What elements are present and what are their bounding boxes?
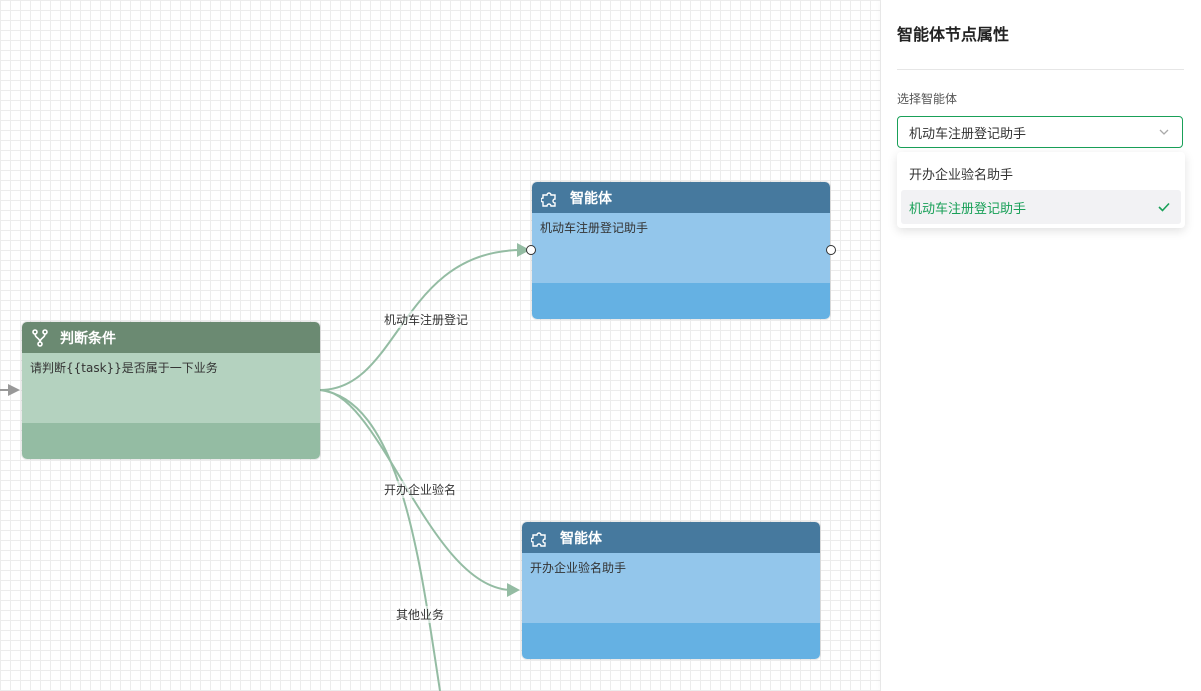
condition-node[interactable]: 判断条件 请判断{{task}}是否属于一下业务: [21, 321, 321, 460]
edge-1-arrowhead: [517, 243, 530, 257]
condition-node-body: 请判断{{task}}是否属于一下业务: [22, 353, 320, 423]
agent-node-2-footer: [522, 623, 820, 659]
condition-node-footer: [22, 423, 320, 459]
condition-node-title: 判断条件: [60, 330, 116, 347]
properties-panel: 智能体节点属性 选择智能体 机动车注册登记助手 开办企业验名助手 机动车注册登记…: [881, 0, 1201, 691]
agent-node-1-header[interactable]: 智能体: [532, 182, 830, 213]
agent-select-dropdown: 开办企业验名助手 机动车注册登记助手: [897, 152, 1185, 228]
condition-node-header[interactable]: 判断条件: [22, 322, 320, 353]
incoming-arrowhead: [8, 384, 20, 396]
checkmark-icon: [1157, 200, 1171, 218]
edge-label-2[interactable]: 开办企业验名: [384, 481, 457, 498]
agent-select-label: 选择智能体: [897, 92, 958, 106]
dropdown-option-label: 开办企业验名助手: [909, 167, 1014, 183]
edge-label-1[interactable]: 机动车注册登记: [384, 311, 469, 328]
agent-select-value: 机动车注册登记助手: [909, 126, 1027, 142]
edge-label-3[interactable]: 其他业务: [396, 606, 445, 623]
agent-node-1-footer: [532, 283, 830, 319]
puzzle-icon: [540, 188, 560, 208]
agent-node-2-body: 开办企业验名助手: [522, 553, 820, 623]
agent-node-1-body: 机动车注册登记助手: [532, 213, 830, 283]
branch-icon: [30, 328, 50, 348]
edge-other[interactable]: [319, 389, 441, 691]
workflow-canvas[interactable]: 机动车注册登记 开办企业验名 其他业务 判断条件 请判断{{task}}是否属于…: [0, 0, 881, 691]
agent-node-1-title: 智能体: [570, 190, 612, 207]
dropdown-option[interactable]: 开办企业验名助手: [901, 156, 1181, 190]
panel-title: 智能体节点属性: [897, 25, 1010, 44]
panel-divider: [897, 69, 1184, 70]
chevron-down-icon: [1158, 126, 1170, 142]
dropdown-option-label: 机动车注册登记助手: [909, 201, 1027, 217]
agent-node-1[interactable]: 智能体 机动车注册登记助手: [531, 181, 831, 320]
agent-node-2[interactable]: 智能体 开办企业验名助手: [521, 521, 821, 660]
dropdown-option-selected[interactable]: 机动车注册登记助手: [901, 190, 1181, 224]
agent-node-2-title: 智能体: [560, 530, 602, 547]
puzzle-icon: [530, 528, 550, 548]
agent-node-1-input-port[interactable]: [526, 245, 536, 255]
agent-select[interactable]: 机动车注册登记助手: [897, 116, 1183, 148]
edge-2-arrowhead: [507, 583, 520, 597]
agent-node-2-header[interactable]: 智能体: [522, 522, 820, 553]
agent-node-1-output-port[interactable]: [826, 245, 836, 255]
